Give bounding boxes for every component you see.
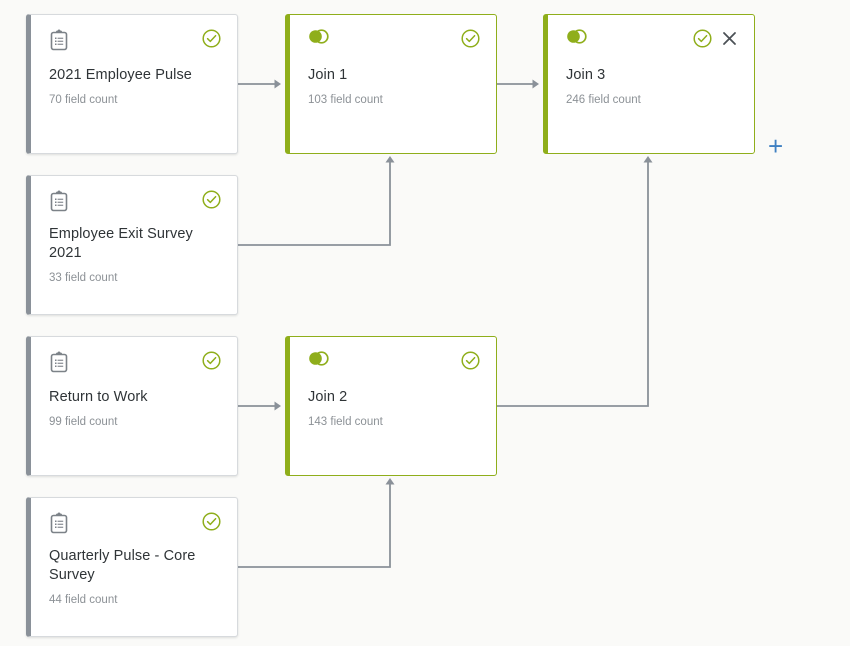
clipboard-survey-icon (49, 512, 69, 534)
check-circle-icon (202, 29, 221, 48)
close-icon[interactable] (721, 30, 738, 47)
node-field-count: 246 field count (566, 94, 641, 106)
connector-join-2-to-join-3-arrowhead (643, 156, 653, 163)
node-title: Join 2 (308, 389, 348, 405)
join-venn-icon (566, 29, 587, 44)
clipboard-survey-icon (49, 190, 69, 212)
node-field-count: 99 field count (49, 416, 118, 428)
connector-2021-employee-pulse-to-join-1-arrowhead (274, 79, 281, 89)
join-node-3[interactable]: Join 3 246 field count (543, 14, 755, 154)
node-field-count: 143 field count (308, 416, 383, 428)
join-venn-icon (308, 29, 329, 44)
check-circle-icon (202, 512, 221, 531)
node-title: Join 3 (566, 67, 606, 83)
node-field-count: 103 field count (308, 94, 383, 106)
connector-quarterly-pulse-to-join-2 (238, 482, 391, 568)
add-node-button[interactable]: + (768, 131, 784, 161)
node-title: Employee Exit Survey 2021 (49, 226, 193, 261)
join-node-2[interactable]: Join 2 143 field count (285, 336, 497, 476)
clipboard-survey-icon (49, 351, 69, 373)
source-node-employee-exit-survey-2021[interactable]: Employee Exit Survey 2021 33 field count (26, 175, 238, 315)
clipboard-survey-icon (49, 29, 69, 51)
node-field-count: 70 field count (49, 94, 118, 106)
source-node-2021-employee-pulse[interactable]: 2021 Employee Pulse 70 field count (26, 14, 238, 154)
connector-employee-exit-survey-to-join-1-arrowhead (385, 156, 395, 163)
node-field-count: 44 field count (49, 594, 118, 606)
connector-employee-exit-survey-to-join-1 (238, 160, 391, 246)
check-circle-icon (202, 351, 221, 370)
node-field-count: 33 field count (49, 272, 118, 284)
check-circle-icon (202, 190, 221, 209)
check-circle-icon (693, 29, 712, 48)
node-title: Return to Work (49, 389, 148, 405)
connector-return-to-work-to-join-2-arrowhead (274, 401, 281, 411)
node-title: Quarterly Pulse - Core Survey (49, 548, 196, 583)
source-node-return-to-work[interactable]: Return to Work 99 field count (26, 336, 238, 476)
join-node-1[interactable]: Join 1 103 field count (285, 14, 497, 154)
connector-quarterly-pulse-to-join-2-arrowhead (385, 478, 395, 485)
check-circle-icon (461, 351, 480, 370)
node-title: 2021 Employee Pulse (49, 67, 192, 83)
join-venn-icon (308, 351, 329, 366)
connector-join-2-to-join-3 (497, 160, 649, 407)
source-node-quarterly-pulse-core-survey[interactable]: Quarterly Pulse - Core Survey 44 field co… (26, 497, 238, 637)
connector-join-1-to-join-3-arrowhead (532, 79, 539, 89)
check-circle-icon (461, 29, 480, 48)
node-title: Join 1 (308, 67, 348, 83)
